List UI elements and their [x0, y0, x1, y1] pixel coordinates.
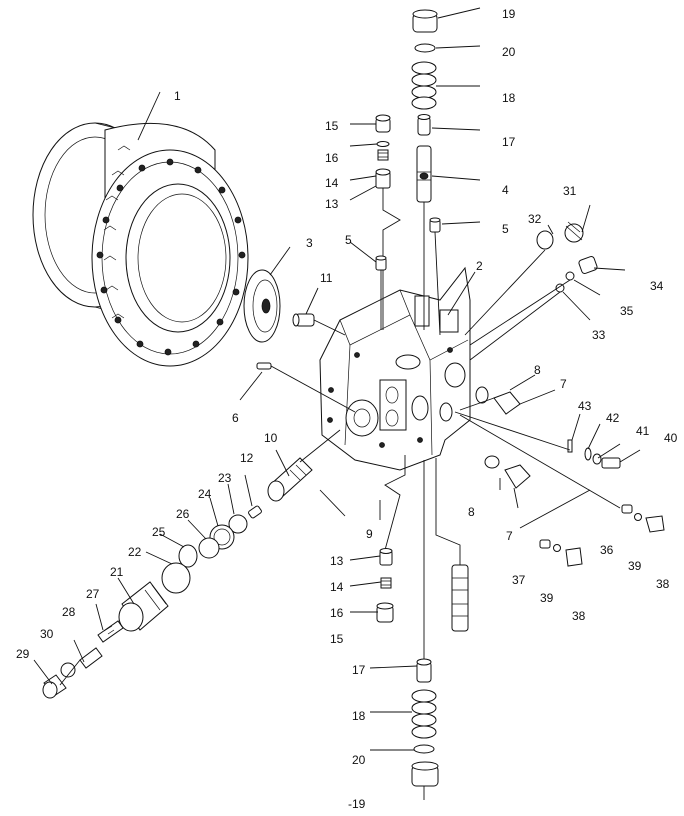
callout-18-bottom: 18	[352, 709, 366, 723]
callout-15-bottom: 15	[330, 632, 344, 646]
callout-25: 25	[152, 525, 166, 539]
callout-28: 28	[62, 605, 76, 619]
callout-8-bottom: 8	[468, 505, 475, 519]
part-6-pin	[239, 362, 356, 413]
callout-17-bottom: 17	[352, 663, 366, 677]
callout-14-bottom: 14	[330, 580, 344, 594]
callout-8-top: 8	[534, 363, 541, 377]
lower-right-valve	[435, 458, 469, 632]
callout-38-right: 38	[656, 577, 670, 591]
left-spool-assembly	[42, 429, 341, 699]
callout-5-right: 5	[502, 222, 509, 236]
callout-7-bottom: 7	[506, 529, 513, 543]
callout-labels: 19 20 18 17 4 5 31 32 34 35 33 1 15 16 1…	[16, 7, 678, 811]
callout-13-bottom: 13	[330, 554, 344, 568]
callout-37: 37	[512, 573, 526, 587]
left-assembly-leaders	[33, 483, 235, 685]
callout-33: 33	[592, 328, 606, 342]
callout-15-top: 15	[325, 119, 339, 133]
callout-7-top: 7	[560, 377, 567, 391]
callout-30: 30	[40, 627, 54, 641]
callout-34: 34	[650, 279, 664, 293]
callout-38-mid: 38	[572, 609, 586, 623]
callout-14-top: 14	[325, 176, 339, 190]
callout-10: 10	[264, 431, 278, 445]
lower-spool-stack	[411, 460, 439, 800]
part-11-fitting	[292, 287, 346, 336]
part-40-43-fittings	[454, 411, 641, 469]
callout-39-mid: 39	[540, 591, 554, 605]
lower-right-fittings	[459, 414, 665, 567]
callout-1: 1	[174, 89, 181, 103]
callout-22: 22	[128, 545, 142, 559]
callout-32: 32	[528, 212, 542, 226]
callout-27: 27	[86, 587, 100, 601]
callout-9: 9	[366, 527, 373, 541]
callout-leaders	[319, 7, 481, 751]
callout-2: 2	[476, 259, 483, 273]
callout-13-top: 13	[325, 197, 339, 211]
callout-39-right: 39	[628, 559, 642, 573]
lower-left-plug-stack	[376, 455, 406, 623]
callout-12: 12	[240, 451, 254, 465]
callout-20-top: 20	[502, 45, 516, 59]
callout-31: 31	[563, 184, 577, 198]
callout-41: 41	[636, 424, 650, 438]
callout-18-top: 18	[502, 91, 516, 105]
callout-5-left: 5	[345, 233, 352, 247]
part-2-valve-body	[319, 266, 476, 471]
callout-3: 3	[306, 236, 313, 250]
callout-6: 6	[232, 411, 239, 425]
callout-36: 36	[600, 543, 614, 557]
callout-16-bottom: 16	[330, 606, 344, 620]
callout-43: 43	[578, 399, 592, 413]
callout-21: 21	[110, 565, 124, 579]
callout-42: 42	[606, 411, 620, 425]
callout-24: 24	[198, 487, 212, 501]
part-7-8-upper	[459, 374, 556, 415]
part-1-drum-housing	[32, 91, 249, 367]
right-upper-fittings	[464, 204, 626, 361]
callout-20-bottom: 20	[352, 753, 366, 767]
callout-29: 29	[16, 647, 30, 661]
callout-11: 11	[320, 271, 333, 285]
part-3-disc	[243, 246, 291, 343]
callout-16-top: 16	[325, 151, 339, 165]
callout-23: 23	[218, 471, 232, 485]
callout-19-top: 19	[502, 7, 516, 21]
part-5-left-plug	[375, 255, 387, 330]
upper-right-spool-stack	[411, 9, 441, 336]
callout-35: 35	[620, 304, 634, 318]
callout-17-top: 17	[502, 135, 516, 149]
callout-26: 26	[176, 507, 190, 521]
callout-40: 40	[664, 431, 678, 445]
callout-4: 4	[502, 183, 509, 197]
callout-19-bottom: -19	[348, 797, 366, 811]
upper-left-plug-stack	[375, 114, 401, 330]
